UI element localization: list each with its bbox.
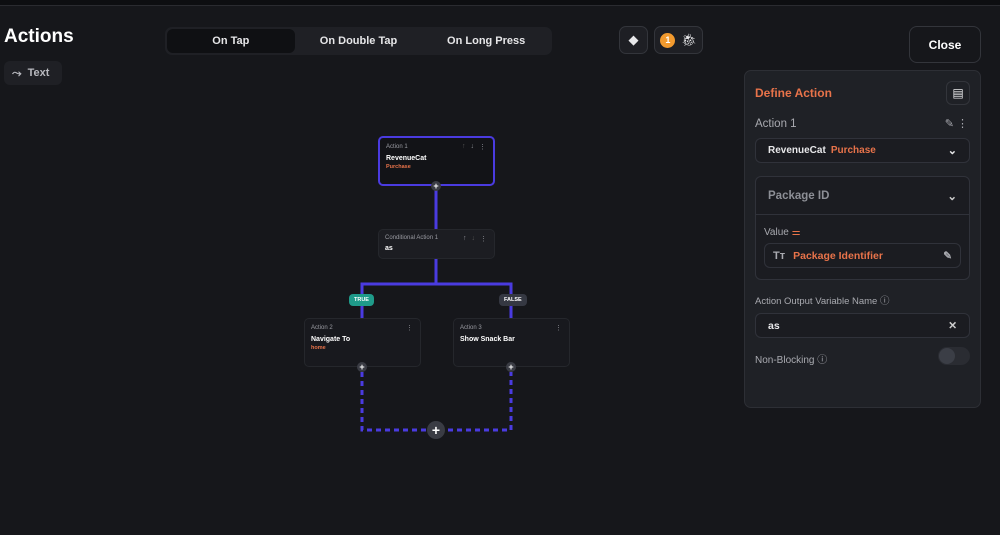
info-icon[interactable]: ⓘ xyxy=(817,355,828,366)
move-up-icon[interactable]: ↑ xyxy=(462,143,466,150)
more-icon[interactable]: ⋮ xyxy=(480,236,487,243)
node-label: Conditional Action 1 xyxy=(385,235,439,241)
ai-gem-icon: ◆ xyxy=(628,32,639,47)
tab-on-long-press[interactable]: On Long Press xyxy=(447,35,526,47)
package-id-section: Package ID ⌄ Value ⚌ Tт Package Identifi… xyxy=(755,176,970,280)
param-name: Package ID xyxy=(768,189,830,202)
tab-on-tap[interactable]: On Tap xyxy=(167,29,295,53)
output-variable-input[interactable]: as ✕ xyxy=(755,313,970,338)
debug-button[interactable]: 1 🐞︎ xyxy=(654,26,703,54)
add-action-button[interactable]: + xyxy=(506,362,516,372)
panel-title: Define Action xyxy=(755,86,832,100)
node-label: Action 1 xyxy=(386,144,408,150)
chevron-down-icon: ⌄ xyxy=(947,190,957,203)
move-up-icon[interactable]: ↑ xyxy=(463,235,467,242)
variable-options-icon[interactable]: ⚌ xyxy=(791,227,801,238)
clear-icon[interactable]: ✕ xyxy=(948,319,957,332)
add-merge-action-button[interactable]: + xyxy=(427,421,445,439)
widget-chip[interactable]: ⤳ Text xyxy=(4,61,62,85)
trigger-tabs: On Tap On Double Tap On Long Press xyxy=(165,27,552,55)
merge-dashed-line xyxy=(360,372,513,432)
action-node-3[interactable]: Action 3 Show Snack Bar ⋮ xyxy=(453,318,570,367)
add-action-button[interactable]: + xyxy=(357,362,367,372)
action-name: Action 1 xyxy=(755,118,797,130)
action-node-2[interactable]: Action 2 Navigate To home ⋮ xyxy=(304,318,421,367)
ai-button[interactable]: ◆ xyxy=(619,26,648,54)
node-label: Action 3 xyxy=(460,325,482,331)
output-value: as xyxy=(768,319,780,332)
node-subtitle: Purchase xyxy=(386,164,411,170)
move-down-icon[interactable]: ↓ xyxy=(471,235,476,242)
close-button[interactable]: Close xyxy=(909,26,981,63)
chevron-down-icon: ⌄ xyxy=(947,145,957,157)
non-blocking-toggle[interactable] xyxy=(938,347,970,365)
add-action-button[interactable]: + xyxy=(431,181,441,191)
value-label: Value xyxy=(764,227,789,238)
toggle-knob xyxy=(939,348,955,364)
true-branch-badge: TRUE xyxy=(349,294,374,306)
text-type-icon: Tт xyxy=(773,249,786,262)
edit-icon[interactable]: ✎ xyxy=(944,118,954,130)
non-blocking-label: Non-Blocking ⓘ xyxy=(755,355,828,366)
output-variable-label: Action Output Variable Name ⓘ xyxy=(755,296,890,307)
flow-icon: ⤳ xyxy=(12,65,22,80)
package-id-header[interactable]: Package ID ⌄ xyxy=(756,177,969,215)
node-title: Show Snack Bar xyxy=(460,336,515,343)
more-icon[interactable]: ⋮ xyxy=(555,325,562,332)
widget-chip-label: Text xyxy=(27,67,50,79)
false-branch-badge: FALSE xyxy=(499,294,527,306)
value-text: Package Identifier xyxy=(793,249,883,262)
action-type: RevenueCat xyxy=(768,145,826,156)
page-title: Actions xyxy=(4,26,74,47)
branch-line xyxy=(360,282,513,318)
edit-icon[interactable]: ✎ xyxy=(943,249,952,262)
node-title: RevenueCat xyxy=(386,155,427,162)
bug-icon: 🐞︎ xyxy=(681,33,697,47)
issue-count-badge: 1 xyxy=(660,32,676,48)
define-action-panel: Define Action ▤ Action 1 ✎ ⋮ RevenueCat … xyxy=(744,70,981,408)
more-icon[interactable]: ⋮ xyxy=(479,144,486,151)
action-type-select[interactable]: RevenueCat Purchase ⌄ xyxy=(755,138,970,163)
move-down-icon[interactable]: ↓ xyxy=(470,143,475,150)
node-title: as xyxy=(385,245,393,252)
top-bar xyxy=(0,0,1000,6)
node-subtitle: home xyxy=(311,345,326,351)
node-title: Navigate To xyxy=(311,336,351,343)
info-icon[interactable]: ⓘ xyxy=(879,296,890,307)
node-label: Action 2 xyxy=(311,325,333,331)
value-field[interactable]: Tт Package Identifier ✎ xyxy=(764,243,961,268)
tab-on-double-tap[interactable]: On Double Tap xyxy=(319,35,398,47)
action-subtype: Purchase xyxy=(830,145,876,156)
more-icon[interactable]: ⋮ xyxy=(406,325,413,332)
conditional-node[interactable]: Conditional Action 1 as ↑ ↓ ⋮ xyxy=(378,229,495,259)
more-icon[interactable]: ⋮ xyxy=(957,118,968,130)
action-node-1[interactable]: Action 1 RevenueCat Purchase ↑ ↓ ⋮ xyxy=(378,136,495,186)
add-note-icon[interactable]: ▤ xyxy=(946,81,970,105)
